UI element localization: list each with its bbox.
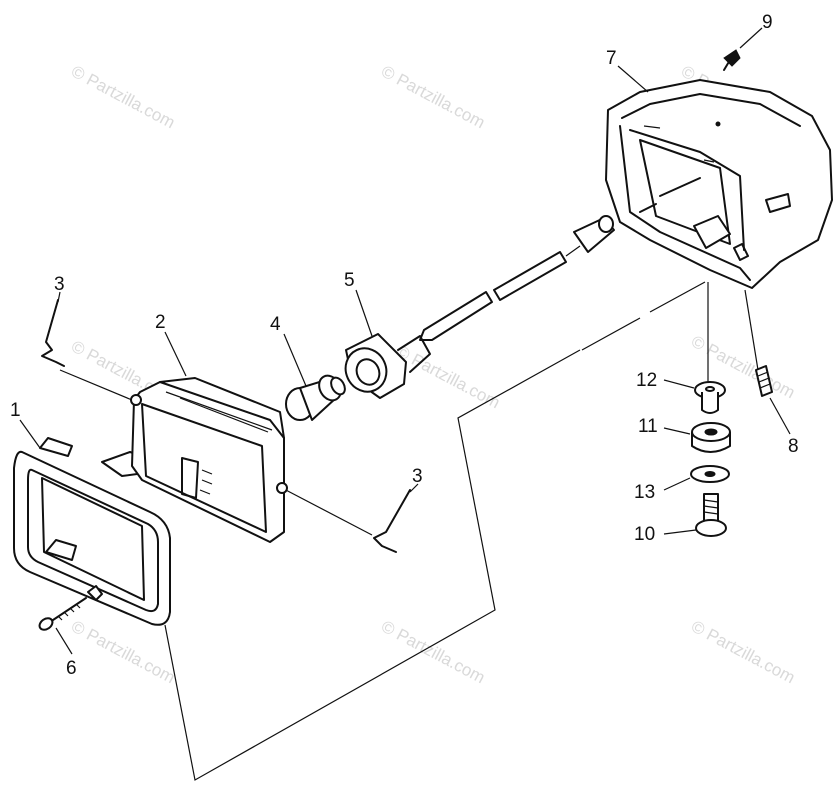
callout-6: 6 bbox=[66, 658, 77, 679]
callout-3: 3 bbox=[54, 274, 65, 295]
headlight-housing bbox=[605, 79, 833, 289]
callout-10: 10 bbox=[634, 524, 655, 545]
callout-7: 7 bbox=[606, 48, 617, 69]
assembly-lines bbox=[59, 281, 759, 781]
sealed-beam-lens bbox=[130, 377, 288, 543]
callout-13: 13 bbox=[634, 482, 655, 503]
collar-12 bbox=[694, 381, 726, 414]
watermark: © Partzilla.com bbox=[68, 617, 178, 688]
bulb-socket bbox=[344, 333, 431, 399]
callout-4: 4 bbox=[270, 314, 281, 335]
callout-8: 8 bbox=[788, 436, 799, 457]
callout-2: 2 bbox=[155, 312, 166, 333]
leader-lines bbox=[19, 27, 791, 655]
bolt-10 bbox=[695, 493, 727, 537]
washer-13 bbox=[690, 465, 730, 483]
watermark: © Partzilla.com bbox=[378, 62, 488, 133]
callout-3: 3 bbox=[412, 466, 423, 487]
lens-marking bbox=[181, 457, 213, 499]
screw-8 bbox=[755, 365, 773, 397]
watermark: © Partzilla.com bbox=[68, 62, 178, 133]
watermark: © Partzilla.com bbox=[688, 617, 798, 688]
screw-6 bbox=[38, 597, 87, 631]
callout-12: 12 bbox=[636, 370, 657, 391]
wire-harness bbox=[419, 215, 615, 341]
bulb bbox=[285, 374, 346, 421]
spring-clip-left bbox=[41, 299, 65, 367]
callout-labels: 1 2 3 3 4 5 6 7 8 9 10 11 12 13 bbox=[10, 12, 799, 679]
callout-11: 11 bbox=[638, 416, 658, 437]
callout-9: 9 bbox=[762, 12, 773, 33]
callout-5: 5 bbox=[344, 270, 355, 291]
spring-clip-right bbox=[373, 489, 411, 553]
grommet-11 bbox=[691, 422, 731, 453]
screw-9 bbox=[723, 49, 741, 71]
watermark: © Partzilla.com bbox=[378, 617, 488, 688]
callout-1: 1 bbox=[10, 400, 21, 421]
